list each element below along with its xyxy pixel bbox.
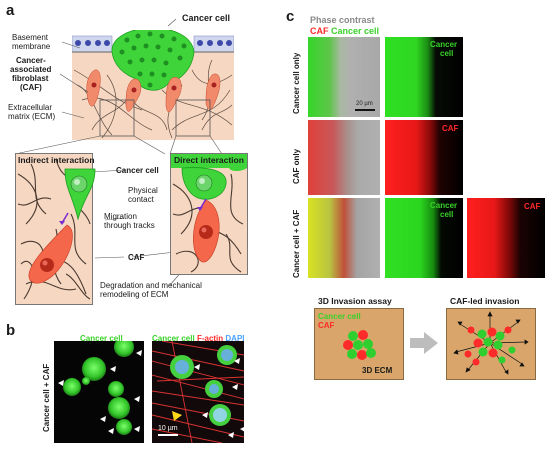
panel-c-phase-label: Phase contrast bbox=[310, 15, 375, 25]
label-caf-mid: CAF bbox=[128, 253, 145, 262]
indirect-interaction-title: Indirect interaction bbox=[18, 155, 95, 165]
label-basement-membrane-2: membrane bbox=[12, 42, 51, 51]
label-degradation-1: Degradation and mechanical bbox=[100, 281, 202, 290]
label-caf-2: associated bbox=[10, 65, 52, 74]
c-row1-green bbox=[385, 37, 463, 117]
c-row3-green bbox=[385, 198, 463, 278]
panel-b-left-title: Cancer cell bbox=[80, 334, 123, 343]
panel-letter-c: c bbox=[286, 8, 295, 25]
tissue-illustration bbox=[72, 30, 234, 140]
panel-b-title-factin: F-actin bbox=[196, 334, 224, 343]
assay-title: 3D Invasion assay bbox=[318, 296, 392, 306]
label-caf-3: fibroblast bbox=[12, 74, 49, 83]
direct-cancer-cell bbox=[181, 167, 227, 200]
label-physical-1: Physical bbox=[128, 186, 158, 195]
panel-c-legend-cancer: Cancer cell bbox=[331, 26, 380, 36]
label-basement-membrane-1: Basement bbox=[12, 33, 49, 42]
assay-spheroid bbox=[343, 330, 376, 360]
c-row2-red bbox=[385, 120, 463, 195]
arrow-right-icon bbox=[410, 332, 438, 354]
indirect-arrow-icon bbox=[59, 212, 69, 225]
c-row3-green-label-2: cell bbox=[440, 210, 454, 219]
c-row3-merge bbox=[308, 198, 380, 278]
panel-b-right-image bbox=[152, 341, 244, 443]
panel-b-scale-bar bbox=[158, 434, 178, 436]
c-row3-red bbox=[467, 198, 545, 278]
c-row2-merge bbox=[308, 120, 380, 195]
label-caf-1: Cancer- bbox=[16, 56, 46, 65]
label-migration-1: Migration bbox=[104, 212, 137, 221]
panel-b-left-image bbox=[54, 341, 144, 443]
assay-caf-label: CAF bbox=[318, 321, 335, 330]
label-cancer-cell-top: Cancer cell bbox=[182, 13, 231, 23]
panel-b-title-dapi: DAPI bbox=[225, 334, 245, 343]
caf-led-spheroid bbox=[453, 311, 529, 375]
panel-b-right-title: Cancer cell F-actin DAPI bbox=[152, 334, 245, 343]
label-physical-2: contact bbox=[128, 195, 154, 204]
panel-letter-a: a bbox=[6, 2, 15, 19]
panel-b-scale-label: 10 µm bbox=[158, 425, 178, 432]
panel-b-arrowheads bbox=[58, 350, 244, 438]
panel-b-title-cancer: Cancer cell bbox=[152, 334, 195, 343]
c-row3-red-label: CAF bbox=[524, 202, 541, 211]
c-row3-green-label-1: Cancer bbox=[430, 201, 458, 210]
c-row1-merge bbox=[308, 37, 380, 117]
direct-interaction-title: Direct interaction bbox=[174, 155, 244, 165]
panel-letter-b: b bbox=[6, 322, 16, 339]
c-row1-green-label-2: cell bbox=[440, 49, 454, 58]
label-ecm-2: matrix (ECM) bbox=[8, 112, 56, 121]
panel-b-side-label: Cancer cell + CAF bbox=[42, 363, 51, 432]
indirect-caf-cell bbox=[28, 224, 73, 284]
c-row2-red-label: CAF bbox=[442, 124, 459, 133]
panel-c-row3-label: Cancer cell + CAF bbox=[292, 209, 301, 278]
panel-c-legend-caf: CAF bbox=[310, 26, 329, 36]
label-caf-4: (CAF) bbox=[20, 83, 42, 92]
c-row1-green-label-1: Cancer bbox=[430, 40, 458, 49]
label-cancer-cell-mid: Cancer cell bbox=[116, 166, 159, 175]
panel-c-row2-label: CAF only bbox=[292, 148, 301, 184]
label-migration-2: through tracks bbox=[104, 221, 155, 230]
direct-caf-cell bbox=[193, 199, 220, 263]
panel-c-row1-label: Cancer cell only bbox=[292, 52, 301, 114]
panel-c-legend: CAF Cancer cell bbox=[310, 27, 379, 36]
caf-led-title: CAF-led invasion bbox=[450, 296, 520, 306]
direct-arrow-icon bbox=[197, 198, 207, 211]
indirect-cancer-cell bbox=[64, 168, 96, 221]
epithelial-cells bbox=[72, 35, 234, 53]
assay-ecm-label: 3D ECM bbox=[362, 366, 393, 375]
c-row1-scale-label: 20 µm bbox=[356, 101, 373, 107]
assay-cancer-label: Cancer cell bbox=[318, 312, 361, 321]
c-row1-scale-bar bbox=[355, 109, 375, 111]
label-ecm-1: Extracellular bbox=[8, 103, 53, 112]
label-degradation-2: remodeling of ECM bbox=[100, 290, 169, 299]
